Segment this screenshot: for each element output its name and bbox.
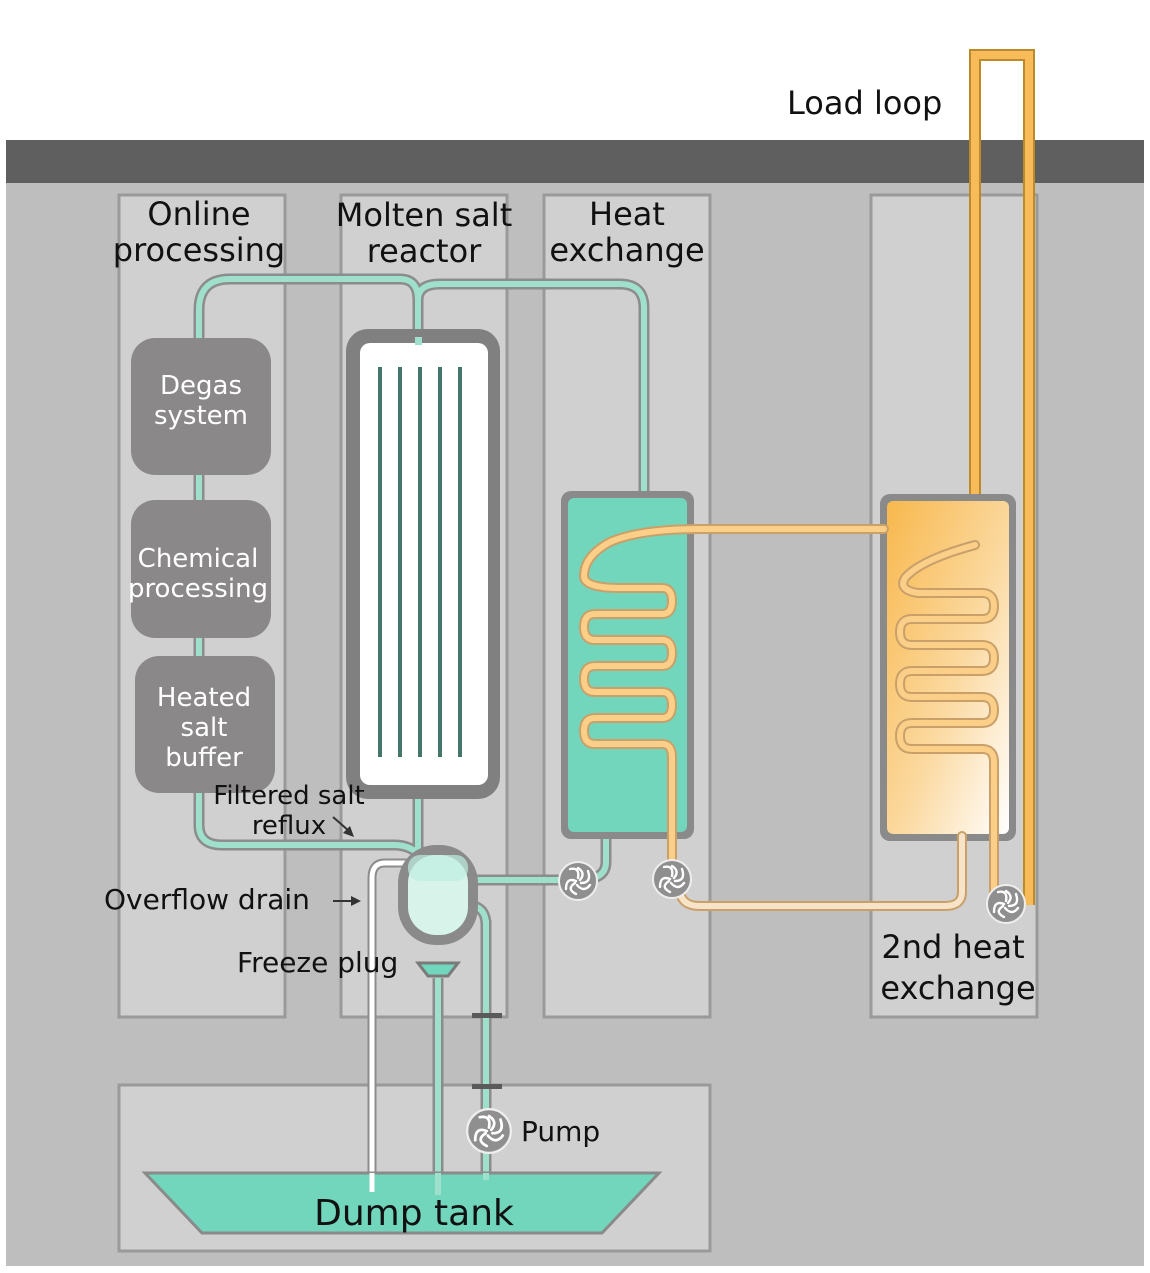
freeze-plug-icon	[414, 961, 462, 978]
chemical-processing-label-2: processing	[128, 574, 268, 604]
molten-salt-reactor-label-1: Molten salt	[336, 196, 512, 234]
pump-icon-load	[985, 883, 1027, 925]
load-loop-pipe	[969, 49, 1035, 905]
overflow-drain-label: Overflow drain	[104, 883, 310, 916]
heat-exchange-label-2: exchange	[549, 231, 704, 269]
valve-upper	[472, 1013, 502, 1018]
pump-icon-primary	[557, 860, 599, 902]
secondary-loop-pipes	[579, 524, 999, 911]
dump-tank-label: Dump tank	[314, 1193, 514, 1234]
heated-salt-buffer-label-2: salt	[181, 713, 228, 743]
online-processing-label-2: processing	[113, 231, 285, 269]
pump-icon-secondary	[651, 858, 693, 900]
second-heat-exchange-label-1: 2nd heat	[881, 928, 1024, 966]
overflow-vessel	[398, 845, 478, 945]
pump-label: Pump	[521, 1115, 600, 1148]
valve-lower	[472, 1084, 502, 1089]
degas-system-label-1: Degas	[160, 371, 242, 401]
degas-system-box	[131, 338, 271, 475]
reactor-vessel	[346, 329, 500, 799]
overflow-drain-pipe	[367, 858, 410, 1195]
arrow-icon-overflow	[333, 896, 361, 906]
filtered-salt-reflux-label-2: reflux	[252, 811, 326, 841]
filtered-salt-reflux-label-1: Filtered salt	[213, 781, 364, 811]
molten-salt-reactor-label-2: reactor	[367, 232, 482, 270]
online-processing-label-1: Online	[147, 195, 250, 233]
load-loop-label: Load loop	[787, 84, 942, 122]
pump-icon-dump	[465, 1107, 513, 1155]
arrow-icon-reflux	[332, 816, 354, 837]
chemical-processing-label-1: Chemical	[138, 544, 259, 574]
second-heat-exchange-label-2: exchange	[880, 969, 1035, 1007]
degas-system-label-2: system	[154, 401, 248, 431]
surface-bar	[6, 140, 1144, 183]
heated-salt-buffer-box	[135, 656, 275, 793]
heated-salt-buffer-label-3: buffer	[165, 743, 243, 773]
heated-salt-buffer-label-1: Heated	[157, 683, 251, 713]
heat-exchange-label-1: Heat	[589, 195, 665, 233]
chemical-processing-box	[131, 500, 271, 638]
freeze-plug-label: Freeze plug	[237, 946, 398, 979]
